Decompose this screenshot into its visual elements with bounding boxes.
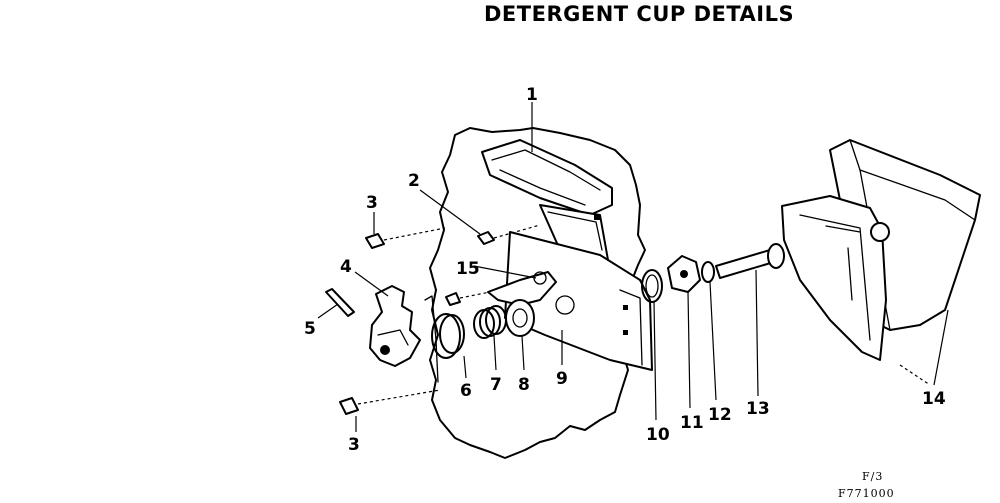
label-13: 13 xyxy=(746,399,770,419)
leader-lines xyxy=(317,102,949,432)
door-panel-outline xyxy=(429,127,646,459)
label-12: 12 xyxy=(708,405,732,425)
part-3-screw-upper xyxy=(365,227,446,249)
part-10-gasket xyxy=(641,269,663,303)
part-3-screw-lower xyxy=(339,389,441,415)
label-7: 7 xyxy=(490,375,502,395)
part-8-bushing xyxy=(505,299,535,337)
reference-code: F/3 F771000 xyxy=(838,470,895,500)
label-5: 5 xyxy=(304,319,316,339)
part-11-knob xyxy=(667,255,701,293)
part-15-cam-lever xyxy=(487,271,557,306)
part-2-screw xyxy=(477,224,541,245)
label-11: 11 xyxy=(680,413,704,433)
label-6: 6 xyxy=(460,381,472,401)
callout-labels: 1 2 3 4 5 15 6 7 8 9 10 11 12 13 14 3 xyxy=(304,85,946,455)
part-14-detergent-cup xyxy=(781,139,981,361)
label-15: 15 xyxy=(456,259,480,279)
label-3-upper: 3 xyxy=(366,193,378,213)
label-10: 10 xyxy=(646,425,670,445)
reference-line-1: F/3 xyxy=(862,470,883,483)
label-2: 2 xyxy=(408,171,420,191)
diagram-title: DETERGENT CUP DETAILS xyxy=(484,2,795,26)
part-7-coil-spring xyxy=(473,305,507,339)
label-14: 14 xyxy=(922,389,946,409)
label-1: 1 xyxy=(526,85,538,105)
part-4-latch xyxy=(369,285,421,367)
part-1-dispenser-housing xyxy=(481,139,613,261)
part-12-washer xyxy=(701,261,715,283)
part-13-shaft xyxy=(715,243,785,279)
label-4: 4 xyxy=(340,257,352,277)
part-5-pin xyxy=(325,288,355,317)
label-3-lower: 3 xyxy=(348,435,360,455)
reference-line-2: F771000 xyxy=(838,487,895,500)
label-8: 8 xyxy=(518,375,530,395)
label-9: 9 xyxy=(556,369,568,389)
small-screw-center xyxy=(445,291,491,306)
part-6-spring xyxy=(424,295,465,383)
